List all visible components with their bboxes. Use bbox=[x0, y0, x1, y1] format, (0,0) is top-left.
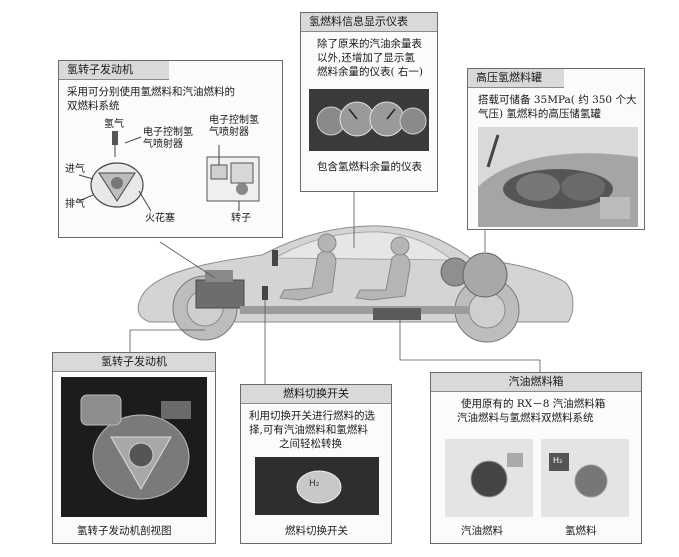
leader-gasoline bbox=[399, 320, 541, 372]
h2-label-icon: H₂ bbox=[553, 456, 563, 465]
engine-panel: 氢转子发动机 采用可分别使用氢燃料和汽油燃料的 双燃料系统 氢气 电子控制氢 气… bbox=[58, 60, 283, 238]
gasoline-panel: 汽油燃料箱 使用原有的 RX－8 汽油燃料箱 汽油燃料与氢燃料双燃料系统 H₂ … bbox=[430, 372, 642, 544]
tank-panel-desc-1: 搭载可储备 35MPa( 约 350 个大 bbox=[478, 94, 637, 106]
hydrogen-cap-photo: H₂ bbox=[541, 439, 629, 517]
drive-shaft bbox=[240, 306, 470, 314]
label-hydrogen: 氢气 bbox=[104, 119, 124, 130]
gauge-photo bbox=[309, 89, 429, 151]
gauge-panel-desc-2: 以外,还增加了显示氢 bbox=[317, 52, 415, 64]
gasoline-panel-desc-1: 使用原有的 RX－8 汽油燃料箱 bbox=[461, 398, 606, 410]
hydrogen-caption: 氢燃料 bbox=[565, 525, 597, 537]
tank-panel-desc-2: 气压) 氢燃料的高压储氢罐 bbox=[478, 108, 601, 120]
switch-panel-desc-1: 利用切换开关进行燃料的选 bbox=[249, 410, 375, 422]
label-injector2-1: 电子控制氢 bbox=[209, 115, 259, 126]
label-spark-plug: 火花塞 bbox=[145, 213, 175, 224]
rotor-engine-schematic bbox=[78, 131, 260, 212]
driver-figure bbox=[279, 250, 337, 301]
switch-photo: H₂ bbox=[255, 457, 379, 515]
tank-panel: 高压氢燃料罐 搭载可储备 35MPa( 约 350 个大 气压) 氢燃料的高压储… bbox=[467, 68, 645, 230]
fuel-switch-icon[interactable]: H₂ bbox=[309, 479, 320, 489]
tank-photo bbox=[478, 127, 638, 227]
engine-panel-desc-1: 采用可分别使用氢燃料和汽油燃料的 bbox=[67, 86, 235, 98]
switch-panel-title: 燃料切换开关 bbox=[241, 385, 391, 404]
cutaway-panel-title: 氢转子发动机 bbox=[53, 353, 215, 372]
engine-block bbox=[195, 279, 245, 309]
label-injector2-2: 气喷射器 bbox=[209, 127, 249, 138]
switch-panel-desc-2: 择,可有汽油燃料和氢燃料 bbox=[249, 424, 368, 436]
engine-panel-title: 氢转子发动机 bbox=[59, 61, 169, 80]
car-window bbox=[273, 231, 454, 261]
cutaway-panel: 氢转子发动机 氢转子发动机剖视图 bbox=[52, 352, 216, 544]
engine-panel-desc-2: 双燃料系统 bbox=[67, 100, 120, 112]
label-rotor: 转子 bbox=[231, 213, 251, 224]
gauge-panel-desc-3: 燃料余量的仪表( 右一) bbox=[317, 66, 424, 78]
gasoline-panel-title: 汽油燃料箱 bbox=[431, 373, 641, 392]
label-intake: 进气 bbox=[65, 164, 85, 175]
gauge-panel: 氢燃料信息显示仪表 除了原来的汽油余量表 以外,还增加了显示氢 燃料余量的仪表(… bbox=[300, 12, 438, 192]
gasoline-tank-shape bbox=[373, 308, 421, 320]
cutaway-caption: 氢转子发动机剖视图 bbox=[77, 525, 172, 537]
switch-caption: 燃料切换开关 bbox=[285, 525, 348, 537]
label-exhaust: 排气 bbox=[65, 199, 85, 210]
label-injector-2: 气喷射器 bbox=[143, 139, 183, 150]
gauge-panel-desc-1: 除了原来的汽油余量表 bbox=[317, 38, 422, 50]
leader-cutaway bbox=[129, 329, 205, 352]
switch-panel: 燃料切换开关 利用切换开关进行燃料的选 择,可有汽油燃料和氢燃料 之间轻松转换 … bbox=[240, 384, 392, 544]
cutaway-photo bbox=[61, 377, 207, 517]
gauge-caption: 包含氢燃料余量的仪表 bbox=[317, 161, 422, 173]
gauge-panel-title: 氢燃料信息显示仪表 bbox=[301, 13, 437, 32]
gasoline-caption: 汽油燃料 bbox=[461, 525, 503, 537]
gasoline-cap-photo bbox=[445, 439, 533, 517]
leader-engine bbox=[159, 241, 216, 279]
label-injector-1: 电子控制氢 bbox=[143, 127, 193, 138]
gasoline-panel-desc-2: 汽油燃料与氢燃料双燃料系统 bbox=[457, 412, 594, 424]
switch-panel-desc-3: 之间轻松转换 bbox=[279, 438, 342, 450]
tank-panel-title: 高压氢燃料罐 bbox=[468, 69, 564, 88]
